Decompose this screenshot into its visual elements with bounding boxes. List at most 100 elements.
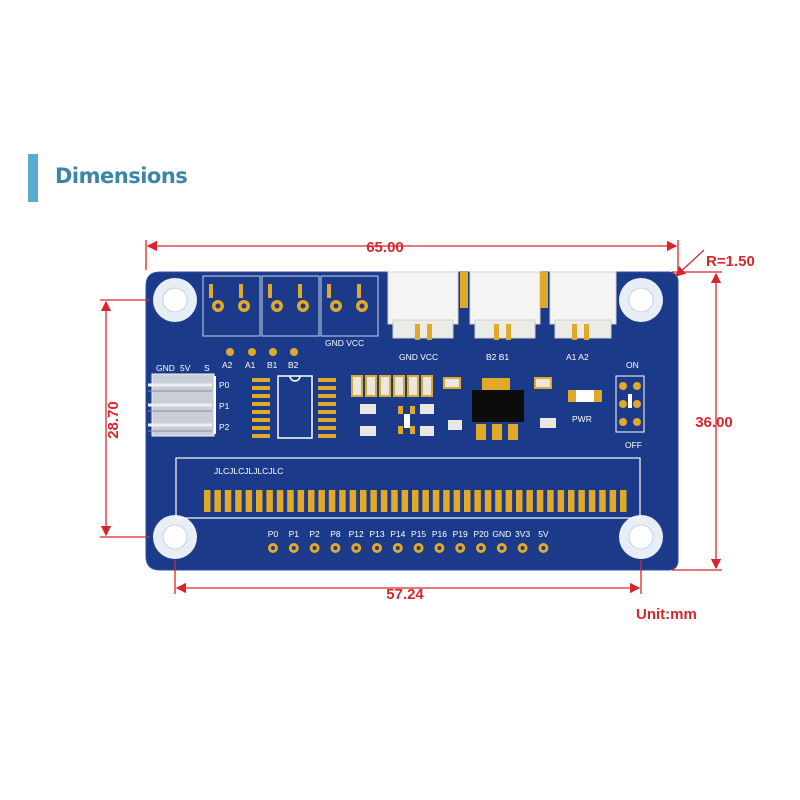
edge-finger xyxy=(318,490,325,512)
connector-pin xyxy=(540,272,548,308)
edge-finger xyxy=(380,490,388,512)
edge-finger xyxy=(505,490,513,512)
dimension-hole-spacing-y: 28.70 xyxy=(105,401,122,439)
pin-hole xyxy=(354,546,359,550)
switch-off-label: OFF xyxy=(625,440,642,450)
edge-finger xyxy=(568,490,575,512)
terminal-blocks xyxy=(202,275,379,337)
pin-label: P19 xyxy=(453,529,468,539)
mounting-hole-top-left xyxy=(153,278,197,322)
pin-label: P12 xyxy=(349,529,364,539)
pin-label: P13 xyxy=(369,529,384,539)
edge-finger xyxy=(328,490,336,512)
header-label-a1: A1 xyxy=(245,360,256,370)
edge-finger xyxy=(536,490,544,512)
page-title: Dimensions xyxy=(55,164,188,188)
servo-label-gnd: GND xyxy=(156,363,175,373)
edge-finger xyxy=(287,490,294,512)
dimension-width: 65.00 xyxy=(366,239,404,256)
connector-right-label: A1 A2 xyxy=(566,352,589,362)
pin-hole xyxy=(375,546,379,550)
edge-finger xyxy=(266,490,273,512)
servo-label-s: S xyxy=(204,363,210,373)
connector-pin xyxy=(460,272,468,308)
edge-finger xyxy=(422,490,429,512)
pin-hole xyxy=(541,546,546,550)
pin-label: P1 xyxy=(289,529,300,539)
connector-a1-a2 xyxy=(549,271,617,340)
servo-header: GND 5V S P0 P1 P2 xyxy=(148,363,230,437)
pin-label: P0 xyxy=(268,529,279,539)
edge-finger xyxy=(370,490,377,512)
edge-finger xyxy=(432,490,440,512)
servo-row-p1: P1 xyxy=(219,401,230,411)
pwr-label: PWR xyxy=(572,414,592,424)
pin-hole xyxy=(271,546,275,550)
servo-label-5v: 5V xyxy=(180,363,191,373)
edge-finger xyxy=(443,490,450,512)
unit-label: Unit:mm xyxy=(636,606,697,623)
pin-label: P14 xyxy=(390,529,405,539)
servo-row-p2: P2 xyxy=(219,422,230,432)
pin-hole xyxy=(479,546,483,550)
switch-on-label: ON xyxy=(626,360,639,370)
edge-finger xyxy=(214,490,221,512)
mounting-hole-top-right xyxy=(619,278,663,322)
edge-finger xyxy=(578,490,585,512)
edge-finger xyxy=(235,490,242,512)
edge-finger xyxy=(620,490,627,512)
pin-hole xyxy=(520,546,525,550)
dimension-corner-radius: R=1.50 xyxy=(706,253,755,270)
edge-finger xyxy=(224,490,232,512)
pin-label: GND xyxy=(492,529,511,539)
silkscreen-text: JLCJLCJLJLCJLC xyxy=(214,466,283,476)
edge-finger xyxy=(588,490,596,512)
pin-hole xyxy=(416,546,421,550)
pin-hole xyxy=(312,546,317,550)
heading-accent-bar xyxy=(28,154,38,202)
edge-finger xyxy=(276,490,284,512)
edge-finger xyxy=(474,490,481,512)
edge-finger xyxy=(557,490,565,512)
header-label-a2: A2 xyxy=(222,360,233,370)
power-led: PWR xyxy=(568,390,602,424)
edge-finger xyxy=(609,490,617,512)
pin-label: 5V xyxy=(538,529,549,539)
dimension-height: 36.00 xyxy=(695,414,733,431)
servo-row-p0: P0 xyxy=(219,380,230,390)
edge-finger xyxy=(453,490,461,512)
edge-finger xyxy=(245,490,253,512)
connector-gnd-vcc xyxy=(387,271,459,340)
pin-label: P20 xyxy=(473,529,488,539)
edge-finger xyxy=(401,490,409,512)
edge-finger xyxy=(412,490,419,512)
pin-hole xyxy=(458,546,463,550)
resistor-array xyxy=(351,375,433,397)
mounting-hole-bottom-right xyxy=(619,515,663,559)
edge-finger xyxy=(256,490,263,512)
edge-finger xyxy=(495,490,502,512)
edge-finger xyxy=(464,490,471,512)
header-label-b1: B1 xyxy=(267,360,278,370)
pin-hole xyxy=(291,546,296,550)
edge-finger xyxy=(339,490,346,512)
driver-ic xyxy=(252,375,336,439)
voltage-regulator xyxy=(472,378,524,440)
pin-label: P8 xyxy=(330,529,341,539)
pin-label: P16 xyxy=(432,529,447,539)
connector-left-label: GND VCC xyxy=(399,352,438,362)
pin-hole xyxy=(333,546,338,550)
pin-label: P2 xyxy=(309,529,320,539)
power-switch: ON OFF xyxy=(615,360,645,450)
edge-finger xyxy=(526,490,533,512)
edge-finger xyxy=(599,490,606,512)
mounting-hole-bottom-left xyxy=(153,515,197,559)
edge-finger xyxy=(516,490,523,512)
edge-finger xyxy=(308,490,315,512)
edge-finger xyxy=(484,490,492,512)
connector-mid-label: B2 B1 xyxy=(486,352,509,362)
transistor xyxy=(398,406,415,434)
header-pads xyxy=(226,348,298,356)
